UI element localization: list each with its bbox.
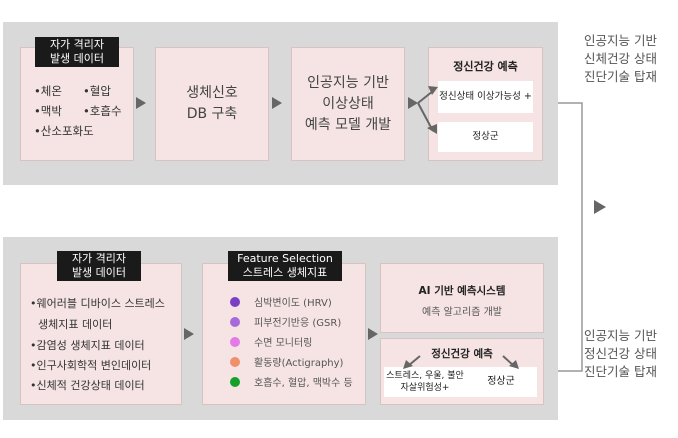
branch-arrow [417,90,434,104]
top-side-label: 인공지능 기반 신체건강 상태 진단기술 탑재 [584,32,657,86]
vital-item: •호흡수 [83,104,122,118]
top-abnormal-option: 정신상태 이상가능성 + [438,81,533,113]
arrow-right-icon [272,97,282,109]
bottom-ai-box [380,263,544,333]
top-normal-option: 정상군 [438,122,533,152]
arrow-head-icon [509,360,519,369]
arrow-right-icon [408,97,418,109]
data-item: •감염성 생체지표 데이터 [30,339,145,352]
tag-line: 자가 격리자 [49,38,105,51]
legend-label: 활동량(Actigraphy) [254,358,344,369]
bottom-risk-option: 스트레스, 우울, 불안 자살위험성+ [384,367,466,397]
bottom-side-label: 인공지능 기반 정신건강 상태 진단기술 탑재 [584,327,657,381]
tag-line: 자가 격리자 [71,252,127,265]
option-label: 정상군 [472,131,499,142]
option-label: 정상군 [487,376,515,387]
arrow-right-icon [184,328,194,340]
side-line: 신체건강 상태 [584,51,657,66]
arrow-right-icon [368,328,378,340]
legend-dot-icon [230,316,240,327]
ai-system-title: AI 기반 예측시스템 [418,285,506,297]
text-line: 이상상태 [322,96,374,112]
vital-item: •혈압 [83,84,111,98]
top-model-box [291,47,405,161]
top-prediction-title: 정신건강 예측 [453,60,518,73]
data-item: •신체적 건강상태 데이터 [30,379,145,392]
side-line: 인공지능 기반 [584,33,657,48]
top-model-text: 인공지능 기반 이상상태 예측 모델 개발 [291,73,405,136]
vital-item: •체온 [34,84,62,98]
option-label: 정신상태 이상가능성 + [439,91,532,102]
merge-bracket [558,102,583,372]
legend-label: 심박변이도 (HRV) [254,298,332,309]
side-line: 정신건강 상태 [584,346,657,361]
top-db-text: 생체신호 DB 구축 [155,83,269,125]
vital-item: •맥박 [34,104,62,118]
legend-dot-icon [230,336,240,347]
tag-line: Feature Selection [237,252,333,265]
option-label: 스트레스, 우울, 불안 [386,371,464,381]
bottom-source-data-tag: 자가 격리자 발생 데이터 [57,251,141,281]
legend-label: 호흡수, 혈압, 맥박수 등 [254,378,353,389]
arrow-head-icon [428,86,438,95]
legend-label: 피부전기반응 (GSR) [254,318,342,329]
bottom-source-data-box [20,263,182,405]
text-line: 인공지능 기반 [307,75,389,91]
arrow-head-icon [427,124,437,134]
tag-line: 발생 데이터 [49,52,105,65]
text-line: 예측 모델 개발 [304,117,392,133]
legend-dot-icon [230,356,240,367]
data-item: •인구사회학적 변인데이터 [30,359,152,372]
legend-row: 수면 모니터링 [230,334,312,349]
bottom-feature-box [202,263,366,405]
data-item: 생체지표 데이터 [38,318,113,331]
bottom-prediction-title: 정신건강 예측 [431,348,493,360]
tag-line: 스트레스 생체지표 [242,266,328,279]
side-line: 진단기술 탑재 [584,69,657,84]
side-line: 진단기술 탑재 [584,364,657,379]
bottom-normal-option: 정상군 [465,367,537,397]
vital-item: •산소포화도 [34,124,94,138]
feature-selection-tag: Feature Selection 스트레스 생체지표 [228,251,342,281]
legend-row: 심박변이도 (HRV) [230,294,332,309]
top-source-data-tag: 자가 격리자 발생 데이터 [35,37,119,67]
branch-arrow [417,102,434,132]
arrow-right-icon [594,200,606,214]
legend-dot-icon [230,376,240,387]
legend-dot-icon [230,296,240,307]
legend-label: 수면 모니터링 [254,338,313,349]
legend-row: 활동량(Actigraphy) [230,354,343,369]
arrow-right-icon [136,97,146,109]
data-item: •웨어러블 디바이스 스트레스 [30,297,165,310]
ai-system-subtitle: 예측 알고리즘 개발 [422,307,502,318]
text-line: DB 구축 [186,106,238,122]
top-db-box [155,47,269,161]
text-line: 생체신호 [186,85,238,101]
option-label: 자살위험성+ [400,383,450,393]
legend-row: 호흡수, 혈압, 맥박수 등 [230,374,353,389]
side-line: 인공지능 기반 [584,328,657,343]
arrow-head-icon [403,360,413,369]
legend-row: 피부전기반응 (GSR) [230,314,341,329]
tag-line: 발생 데이터 [71,266,127,279]
